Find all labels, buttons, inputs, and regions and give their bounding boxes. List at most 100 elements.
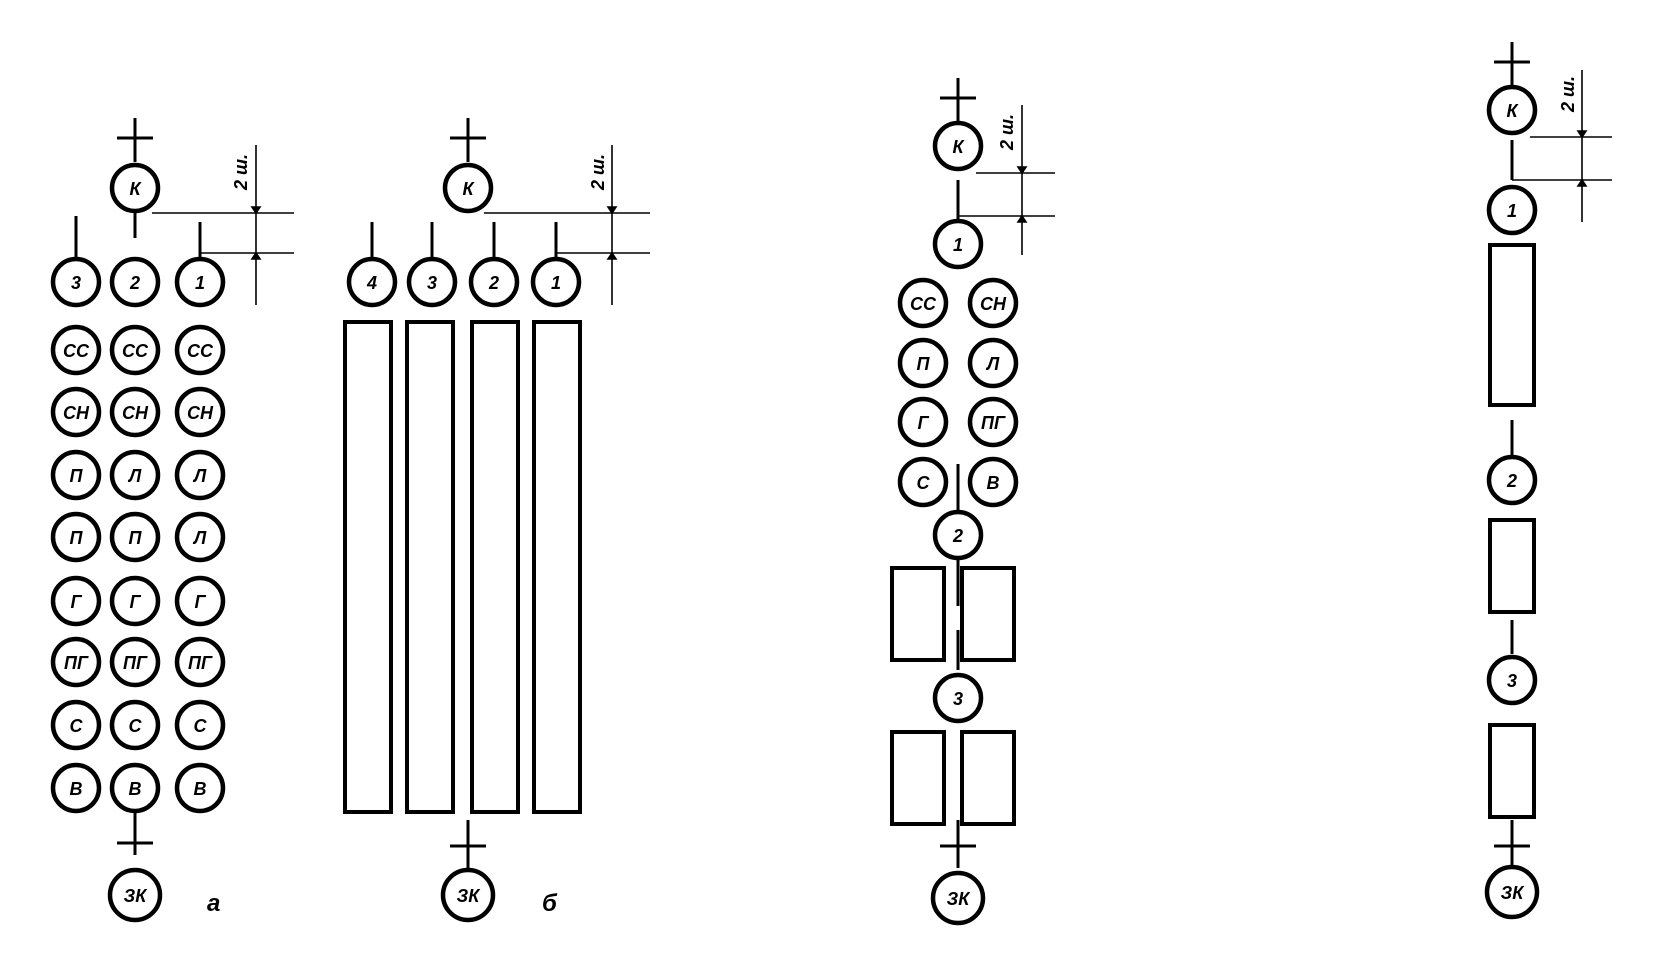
svg-text:В: В	[194, 779, 207, 799]
placeholder-box	[890, 566, 946, 662]
svg-text:П: П	[917, 354, 931, 374]
node-k: К	[442, 162, 494, 214]
placeholder-box	[470, 320, 520, 814]
svg-text:В: В	[70, 779, 83, 799]
svg-text:П: П	[70, 528, 84, 548]
svg-text:3: 3	[427, 273, 437, 293]
node-s: С	[897, 456, 949, 508]
node-1: 1	[530, 256, 582, 308]
svg-text:Л: Л	[127, 466, 142, 486]
svg-text:Г: Г	[194, 592, 206, 612]
svg-text:С: С	[194, 716, 208, 736]
node-cc: СС	[174, 324, 226, 376]
node-3: 3	[932, 672, 984, 724]
svg-text:Л: Л	[985, 354, 1000, 374]
node-v: В	[967, 456, 1019, 508]
svg-text:1: 1	[953, 235, 963, 255]
node-l: Л	[109, 449, 161, 501]
svg-text:СН: СН	[63, 403, 90, 423]
node-3: 3	[1486, 654, 1538, 706]
panel-c: 2 ш. К 1 СС СН П Л Г ПГ С В 2 3 ЗК	[890, 78, 1055, 926]
node-2: 2	[1486, 454, 1538, 506]
svg-text:ЗК: ЗК	[1501, 883, 1526, 903]
svg-text:2: 2	[129, 273, 140, 293]
node-zk: ЗК	[930, 870, 986, 926]
svg-text:ЗК: ЗК	[947, 889, 972, 909]
panel-d: 2 ш. К 1 2 3 ЗК	[1484, 42, 1612, 920]
svg-text:Л: Л	[192, 528, 207, 548]
svg-text:ПГ: ПГ	[981, 413, 1006, 433]
svg-text:Л: Л	[192, 466, 207, 486]
svg-text:2: 2	[952, 526, 963, 546]
node-l: Л	[174, 511, 226, 563]
node-pg: ПГ	[967, 396, 1019, 448]
node-1: 1	[1486, 184, 1538, 236]
panel-a-letter: а	[207, 890, 220, 917]
svg-text:2: 2	[488, 273, 499, 293]
node-ch: СН	[967, 277, 1019, 329]
svg-text:3: 3	[1507, 671, 1517, 691]
svg-text:2: 2	[1506, 471, 1517, 491]
placeholder-box	[960, 566, 1016, 662]
node-k: К	[1486, 84, 1538, 136]
svg-text:К: К	[1506, 101, 1519, 121]
placeholder-box	[405, 320, 455, 814]
node-zk: ЗК	[440, 867, 496, 923]
svg-text:Г: Г	[70, 592, 82, 612]
node-4: 4	[346, 256, 398, 308]
placeholder-box	[1488, 723, 1536, 819]
svg-text:С: С	[70, 716, 84, 736]
panel-b-dimension	[484, 145, 650, 305]
node-v: В	[50, 762, 102, 814]
svg-text:К: К	[952, 137, 965, 157]
node-ch: СН	[50, 386, 102, 438]
node-2: 2	[109, 256, 161, 308]
svg-text:Г: Г	[129, 592, 141, 612]
node-ch: СН	[174, 386, 226, 438]
svg-text:СС: СС	[187, 341, 214, 361]
node-l: Л	[174, 449, 226, 501]
svg-text:В: В	[987, 473, 1000, 493]
panel-b-dim-label: 2 ш.	[588, 154, 608, 191]
node-zk: ЗК	[107, 867, 163, 923]
node-v: В	[109, 762, 161, 814]
svg-text:ПГ: ПГ	[188, 653, 213, 673]
svg-text:1: 1	[1507, 201, 1517, 221]
node-pg: ПГ	[109, 636, 161, 688]
node-p: П	[109, 511, 161, 563]
node-s: С	[174, 699, 226, 751]
svg-text:ЗК: ЗК	[124, 886, 149, 906]
svg-text:СН: СН	[122, 403, 149, 423]
placeholder-box	[1488, 243, 1536, 407]
node-g: Г	[109, 575, 161, 627]
panel-a-dim-label: 2 ш.	[231, 154, 251, 191]
node-k: К	[932, 120, 984, 172]
panel-b: 2 ш. К 4 3 2 1 ЗК б	[343, 118, 650, 923]
node-2: 2	[468, 256, 520, 308]
node-l: Л	[967, 337, 1019, 389]
panel-c-dim-label: 2 ш.	[997, 114, 1017, 151]
node-k: К	[109, 162, 161, 214]
node-p: П	[50, 449, 102, 501]
node-cc: СС	[109, 324, 161, 376]
svg-text:СН: СН	[980, 294, 1007, 314]
node-zk: ЗК	[1484, 864, 1540, 920]
placeholder-box	[343, 320, 393, 814]
node-pg: ПГ	[50, 636, 102, 688]
node-cc: СС	[50, 324, 102, 376]
node-3: 3	[406, 256, 458, 308]
panel-a: 2 ш. К 3 2 1 СС СС СС СН СН СН П Л Л П П…	[50, 118, 294, 923]
panel-d-dimension	[1512, 70, 1612, 222]
svg-text:3: 3	[953, 689, 963, 709]
svg-text:С: С	[129, 716, 143, 736]
node-p: П	[897, 337, 949, 389]
svg-text:4: 4	[366, 273, 377, 293]
svg-text:В: В	[129, 779, 142, 799]
placeholder-box	[890, 730, 946, 826]
svg-text:СС: СС	[63, 341, 90, 361]
panel-a-dimension	[152, 145, 294, 305]
svg-text:ЗК: ЗК	[457, 886, 482, 906]
svg-text:П: П	[70, 466, 84, 486]
node-g: Г	[174, 575, 226, 627]
